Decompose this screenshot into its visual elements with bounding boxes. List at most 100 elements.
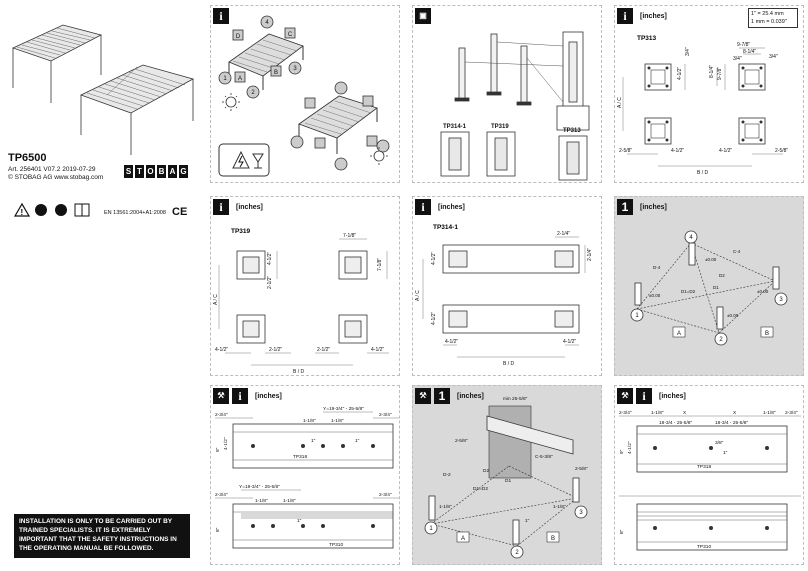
svg-text:X: X xyxy=(733,410,737,416)
wrench-icon: ⚒ xyxy=(415,388,431,404)
svg-text:2-5/8": 2-5/8" xyxy=(455,438,468,444)
svg-text:2-5/8": 2-5/8" xyxy=(575,466,588,472)
svg-text:2-1/2": 2-1/2" xyxy=(317,347,330,353)
ce-mark: CE xyxy=(172,206,188,218)
svg-text:3/4": 3/4" xyxy=(769,54,778,60)
svg-text:1": 1" xyxy=(311,438,316,444)
svg-text:D2: D2 xyxy=(483,468,489,474)
svg-text:1: 1 xyxy=(429,526,433,532)
svg-text:9-7/8": 9-7/8" xyxy=(717,67,723,80)
svg-text:Y=19-3/4" - 25-5/8": Y=19-3/4" - 25-5/8" xyxy=(239,484,280,490)
svg-text:±0.00: ±0.00 xyxy=(757,289,769,294)
svg-text:4: 4 xyxy=(265,20,269,26)
label-d: D xyxy=(236,34,241,40)
warning-icon: ! xyxy=(13,202,31,217)
svg-text:18-3/4 - 25-5/8": 18-3/4 - 25-5/8" xyxy=(715,420,748,426)
svg-text:2-5/8": 2-5/8" xyxy=(775,148,788,154)
layout-panel: 1[inches] 1 2 3 4 A B C-4 D-4 xyxy=(614,196,804,376)
label-tp313: TP313 xyxy=(563,128,581,134)
svg-text:8-1/4": 8-1/4" xyxy=(709,65,715,78)
svg-text:1-1/8": 1-1/8" xyxy=(553,504,566,510)
svg-text:2-1/2": 2-1/2" xyxy=(267,276,273,289)
info-icon: i xyxy=(213,199,229,215)
info-icon: i xyxy=(415,199,431,215)
svg-text:4-1/2": 4-1/2" xyxy=(671,148,684,154)
svg-text:B / D: B / D xyxy=(293,369,305,375)
svg-text:D1: D1 xyxy=(713,285,719,290)
svg-text:4-1/2": 4-1/2" xyxy=(431,252,437,265)
safety-panel: ! xyxy=(3,196,201,564)
rails-spacing-panel: ⚒i[inches] 2-3/4" 1-1/8" X X 1-1/8" 2-3/… xyxy=(614,385,804,565)
svg-text:C-4: C-4 xyxy=(733,249,741,254)
rail-tp318-label: TP318 xyxy=(293,454,307,460)
svg-text:1-1/8": 1-1/8" xyxy=(439,504,452,510)
svg-text:D1=D2: D1=D2 xyxy=(473,486,488,492)
svg-text:9": 9" xyxy=(215,447,221,452)
svg-text:2-5/8": 2-5/8" xyxy=(619,148,632,154)
svg-text:4-1/2": 4-1/2" xyxy=(267,252,273,265)
svg-text:4-1/2": 4-1/2" xyxy=(445,339,458,345)
article-line: Art. 256401 V07.2 2019-07-29 xyxy=(8,166,96,173)
copyright-line: © STOBAG AG www.stobag.com xyxy=(8,174,104,181)
svg-text:1": 1" xyxy=(297,518,302,524)
svg-text:8": 8" xyxy=(619,529,625,534)
info-icon: i xyxy=(232,388,248,404)
svg-text:C-5-3/8": C-5-3/8" xyxy=(535,454,553,460)
helmet-icon xyxy=(35,204,47,216)
svg-text:2: 2 xyxy=(515,550,519,556)
sun-icon xyxy=(222,93,240,111)
svg-text:1: 1 xyxy=(635,313,639,319)
svg-text:2-1/2": 2-1/2" xyxy=(269,347,282,353)
rail-tp318-label: TP318 xyxy=(697,464,711,470)
svg-text:1-1/8": 1-1/8" xyxy=(255,498,268,504)
label-tp319: TP319 xyxy=(491,124,509,130)
svg-text:1-1/8": 1-1/8" xyxy=(283,498,296,504)
svg-text:4-1/2": 4-1/2" xyxy=(215,347,228,353)
svg-text:4-1/2": 4-1/2" xyxy=(431,312,437,325)
rails-panel: ⚒i[inches] Y=19-3/4" - 25-5/8" 2-3/4" 2-… xyxy=(210,385,400,565)
svg-text:B: B xyxy=(765,331,769,337)
svg-text:D1: D1 xyxy=(505,478,511,484)
label-tp314-1: TP314-1 xyxy=(443,124,467,130)
svg-text:2-3/4": 2-3/4" xyxy=(785,410,798,416)
svg-text:7-1/8": 7-1/8" xyxy=(343,233,356,239)
svg-text:4-1/2": 4-1/2" xyxy=(719,148,732,154)
step-number: 1 xyxy=(617,199,633,215)
label-b: B xyxy=(274,70,278,76)
install-panel: ⚒1[inches] 1 2 3 A B min 25-5/8" 2-5/8 xyxy=(412,385,602,565)
svg-text:Y=19-3/4" - 25-5/8": Y=19-3/4" - 25-5/8" xyxy=(323,406,364,412)
svg-text:7-1/8": 7-1/8" xyxy=(377,258,383,271)
rail-tp310-label: TP310 xyxy=(697,544,711,550)
svg-text:1-1/8": 1-1/8" xyxy=(303,418,316,424)
svg-text:2: 2 xyxy=(719,337,723,343)
svg-text:A: A xyxy=(677,331,681,337)
svg-text:2-3/4": 2-3/4" xyxy=(215,412,228,418)
svg-text:18-3/4 - 25-5/8": 18-3/4 - 25-5/8" xyxy=(659,420,692,426)
svg-text:4: 4 xyxy=(689,235,693,241)
electrical-hazard-icon xyxy=(218,143,270,177)
unit-conversion-box: 1" = 25.4 mm 1 mm = 0.039" xyxy=(748,8,798,28)
svg-text:3/4": 3/4" xyxy=(685,47,691,56)
tp313-title: TP313 xyxy=(637,35,657,42)
svg-text:A / C: A / C xyxy=(213,294,219,305)
svg-text:A / C: A / C xyxy=(617,97,623,108)
svg-text:2-3/4": 2-3/4" xyxy=(215,492,228,498)
svg-text:4-1/2": 4-1/2" xyxy=(677,67,683,80)
svg-text:A: A xyxy=(461,536,465,542)
info-icon: i xyxy=(636,388,652,404)
svg-text:A / C: A / C xyxy=(415,290,421,301)
svg-text:2-1/4": 2-1/4" xyxy=(557,231,570,237)
svg-text:9": 9" xyxy=(619,449,625,454)
svg-text:D-4: D-4 xyxy=(653,265,661,270)
svg-text:B: B xyxy=(551,536,555,542)
cover-panel xyxy=(3,3,201,183)
svg-text:1-1/8": 1-1/8" xyxy=(331,418,344,424)
tp313-panel: i[inches] TP313 9-7/8" 8-1/4" 3/ xyxy=(614,5,804,183)
svg-text:B / D: B / D xyxy=(503,361,515,367)
overview-panel: i D C A B 4 1 xyxy=(210,5,400,183)
svg-text:9-7/8": 9-7/8" xyxy=(737,42,750,48)
tp319-panel: i[inches] TP319 7-1/8" 4-1/2" 2-1/2" 7-1… xyxy=(210,196,400,376)
svg-text:2-3/4": 2-3/4" xyxy=(619,410,632,416)
label-c: C xyxy=(288,32,293,38)
